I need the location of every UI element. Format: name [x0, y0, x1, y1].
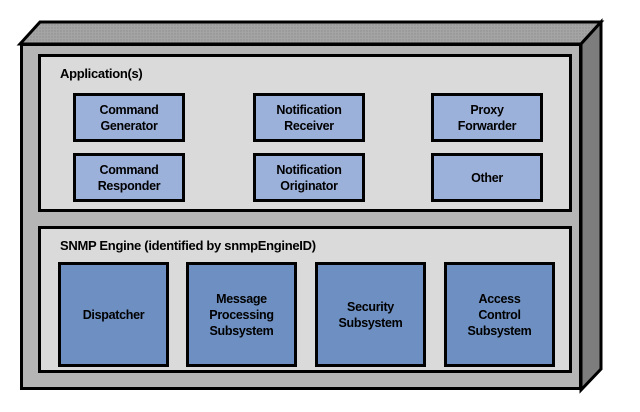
- snmp-engine-panel: SNMP Engine (identified by snmpEngineID)…: [38, 226, 572, 373]
- chassis-top-face: [16, 20, 605, 46]
- chassis-right-face: [579, 18, 603, 394]
- snmp-engine-panel-title: SNMP Engine (identified by snmpEngineID): [60, 238, 316, 253]
- applications-panel-title: Application(s): [60, 66, 143, 81]
- box-command-responder: Command Responder: [73, 153, 185, 202]
- box-message-processing-subsystem: Message Processing Subsystem: [186, 262, 297, 367]
- box-access-control-subsystem: Access Control Subsystem: [444, 262, 555, 367]
- box-notification-receiver: Notification Receiver: [253, 93, 365, 142]
- applications-panel: Application(s) Command Generator Notific…: [38, 54, 572, 212]
- box-dispatcher: Dispatcher: [58, 262, 169, 367]
- box-notification-originator: Notification Originator: [253, 153, 365, 202]
- box-proxy-forwarder: Proxy Forwarder: [431, 93, 543, 142]
- box-other: Other: [431, 153, 543, 202]
- box-command-generator: Command Generator: [73, 93, 185, 142]
- box-security-subsystem: Security Subsystem: [315, 262, 426, 367]
